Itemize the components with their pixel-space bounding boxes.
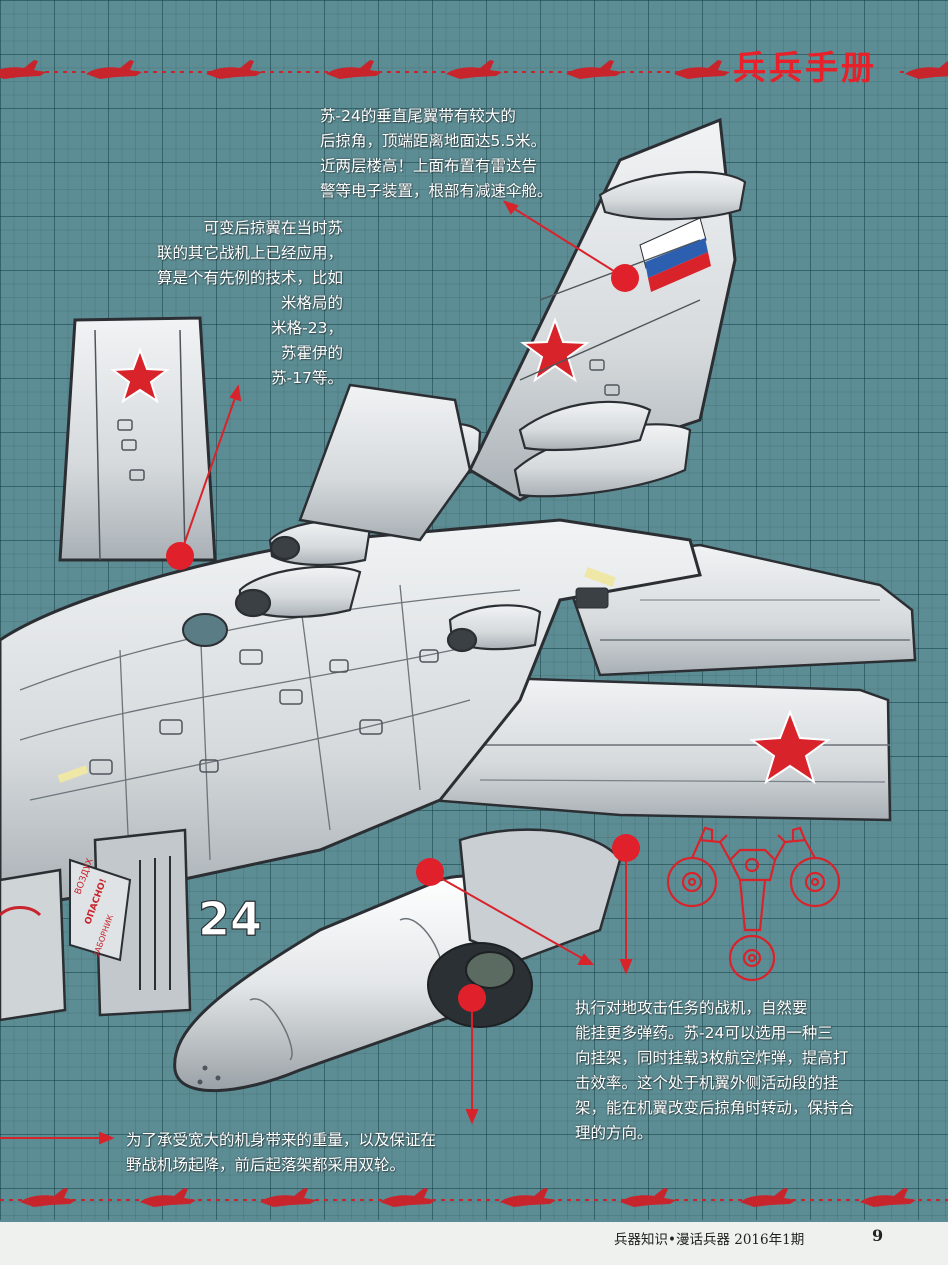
ventral-fin [298,383,472,542]
callout-line: 可变后掠翼在当时苏 [203,219,343,237]
jet-icon [380,1188,436,1207]
magazine-credit: 兵器知识•漫话兵器 2016年1期 [614,1232,805,1248]
red-star-icon [749,709,831,785]
jet-icon [86,60,142,79]
callout-line: 米格-23， [271,319,343,337]
jet-icon [326,60,382,79]
callout-gear-text: 为了承受宽大的机身带来的重量，以及保证在 野战机场起降，前后起落架都采用双轮。 [126,1128,546,1178]
jet-icon [905,60,948,79]
callout-line: 理的方向。 [575,1124,653,1142]
callout-line: 米格局的 [280,294,343,312]
callout-line: 联的其它战机上已经应用， [156,244,343,262]
callout-dot [611,264,639,292]
jet-icon [860,1188,916,1207]
callout-markers [166,264,640,1012]
jet-icon [566,60,622,79]
jet-icon [20,1188,76,1207]
callout-dot [416,858,444,886]
jet-icon [140,1188,196,1207]
callout-line: 后掠角，顶端距离地面达5.5米。 [320,132,547,150]
callout-dot [166,542,194,570]
callout-line: 野战机场起降，前后起落架都采用双轮。 [126,1156,406,1174]
page-number: 9 [872,1226,884,1245]
lower-wing [428,676,892,822]
jet-icon [446,60,502,79]
callout-line: 能挂更多弹药。苏-24可以选用一种三 [575,1024,833,1042]
leader-lines [0,200,633,1145]
callout-line: 苏-17等。 [271,369,343,387]
footer-band [0,1222,948,1265]
red-star-icon [520,317,590,383]
callout-line: 为了承受宽大的机身带来的重量，以及保证在 [126,1131,437,1149]
column-title: 兵兵手册 [733,48,877,87]
callout-line: 近两层楼高！上面布置有雷达告 [320,157,538,175]
callout-pylon-text: 执行对地攻击任务的战机，自然要 能挂更多弹药。苏-24可以选用一种三 向挂架，同… [575,996,895,1146]
callout-line: 执行对地攻击任务的战机，自然要 [575,999,808,1017]
header-strip [0,60,948,79]
callout-line: 架，能在机翼改变后掠角时转动，保持合 [575,1099,855,1117]
callout-dot [612,834,640,862]
jet-icon [260,1188,316,1207]
jet-icon [740,1188,796,1207]
jet-icon [206,60,262,79]
callout-line: 算是个有先例的技术，比如 [156,269,343,287]
bottom-strip [0,1188,948,1207]
jet-icon [620,1188,676,1207]
callout-line: 苏-24的垂直尾翼带有较大的 [320,107,516,125]
landing-gear-diagram [666,826,841,982]
tail-number: 24 [198,892,262,946]
jet-icon [674,60,730,79]
callout-tail-text: 苏-24的垂直尾翼带有较大的 后掠角，顶端距离地面达5.5米。 近两层楼高！上面… [320,104,560,204]
jet-icon [0,60,46,79]
red-star-icon [110,347,170,404]
callout-line: 警等电子装置，根部有减速伞舱。 [320,182,553,200]
callout-dot [458,984,486,1012]
callout-line: 苏霍伊的 [280,344,343,362]
callout-wing-text: 可变后掠翼在当时苏 联的其它战机上已经应用， 算是个有先例的技术，比如 米格局的… [128,216,343,391]
callout-line: 向挂架，同时挂载3枚航空炸弹，提高打 [575,1049,849,1067]
callout-line: 击效率。这个处于机翼外侧活动段的挂 [575,1074,839,1092]
jet-icon [500,1188,556,1207]
